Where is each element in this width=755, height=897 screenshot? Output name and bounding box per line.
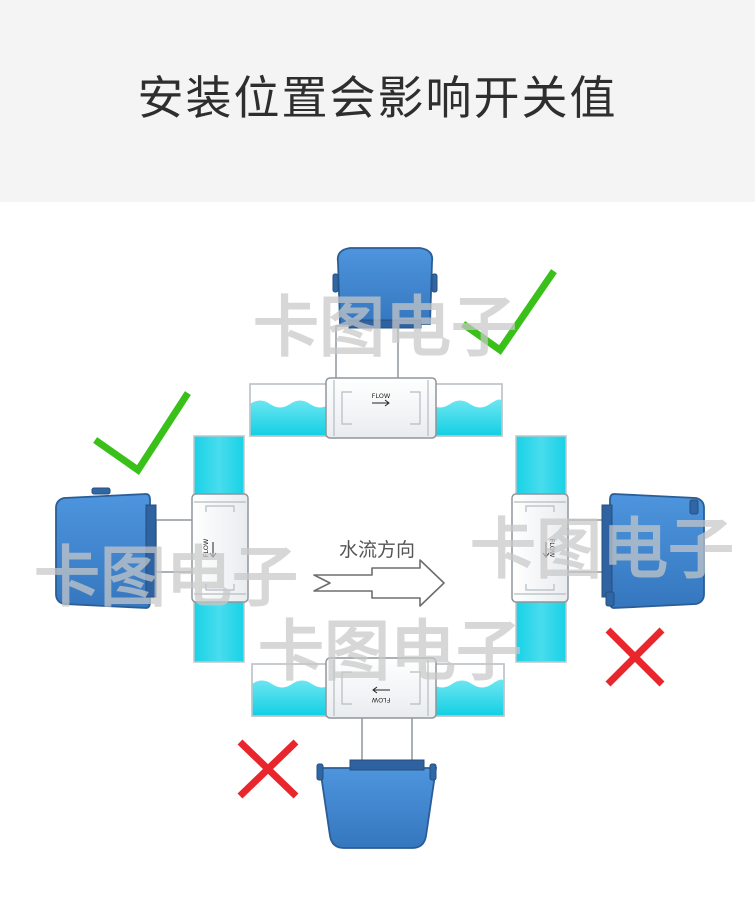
right-sensor-body: [511, 493, 569, 603]
left-correct-check-icon: [93, 391, 191, 475]
bottom-pipe-assembly: FLOW: [251, 657, 505, 849]
top-sensor-head: [336, 247, 434, 325]
bottom-stem: [361, 715, 413, 763]
left-pipe-assembly: FLOW: [55, 435, 249, 663]
watermark-bottom: 卡图电子: [258, 613, 522, 690]
right-sensor-head: [609, 493, 705, 609]
left-flow-mark: FLOW: [202, 538, 210, 557]
right-stem: [563, 519, 605, 573]
bottom-sensor-body: [325, 657, 437, 719]
top-sensor-body: [325, 377, 437, 439]
page-title: 安装位置会影响开关值: [137, 71, 618, 125]
left-sensor-body: [191, 493, 249, 603]
title-banner: 安装位置会影响开关值: [0, 0, 755, 202]
left-sensor-head: [55, 493, 151, 609]
flow-direction-label: 水流方向: [339, 539, 415, 561]
flow-direction-arrow: [313, 559, 445, 607]
top-pipe-assembly: FLOW: [249, 247, 503, 439]
left-stem: [155, 519, 197, 573]
right-flow-mark: FLOW: [548, 539, 556, 558]
watermark-right: 卡图电子: [470, 511, 734, 588]
bottom-incorrect-cross-icon: [237, 739, 299, 799]
bottom-sensor-head: [318, 767, 438, 849]
right-pipe-assembly: FLOW: [511, 435, 705, 663]
bottom-flow-mark: FLOW: [371, 696, 390, 704]
top-flow-mark: FLOW: [372, 392, 391, 400]
top-correct-check-icon: [461, 269, 557, 355]
watermark-left: 卡图电子: [34, 539, 298, 616]
watermark-top: 卡图电子: [253, 289, 517, 366]
right-incorrect-cross-icon: [605, 627, 665, 687]
